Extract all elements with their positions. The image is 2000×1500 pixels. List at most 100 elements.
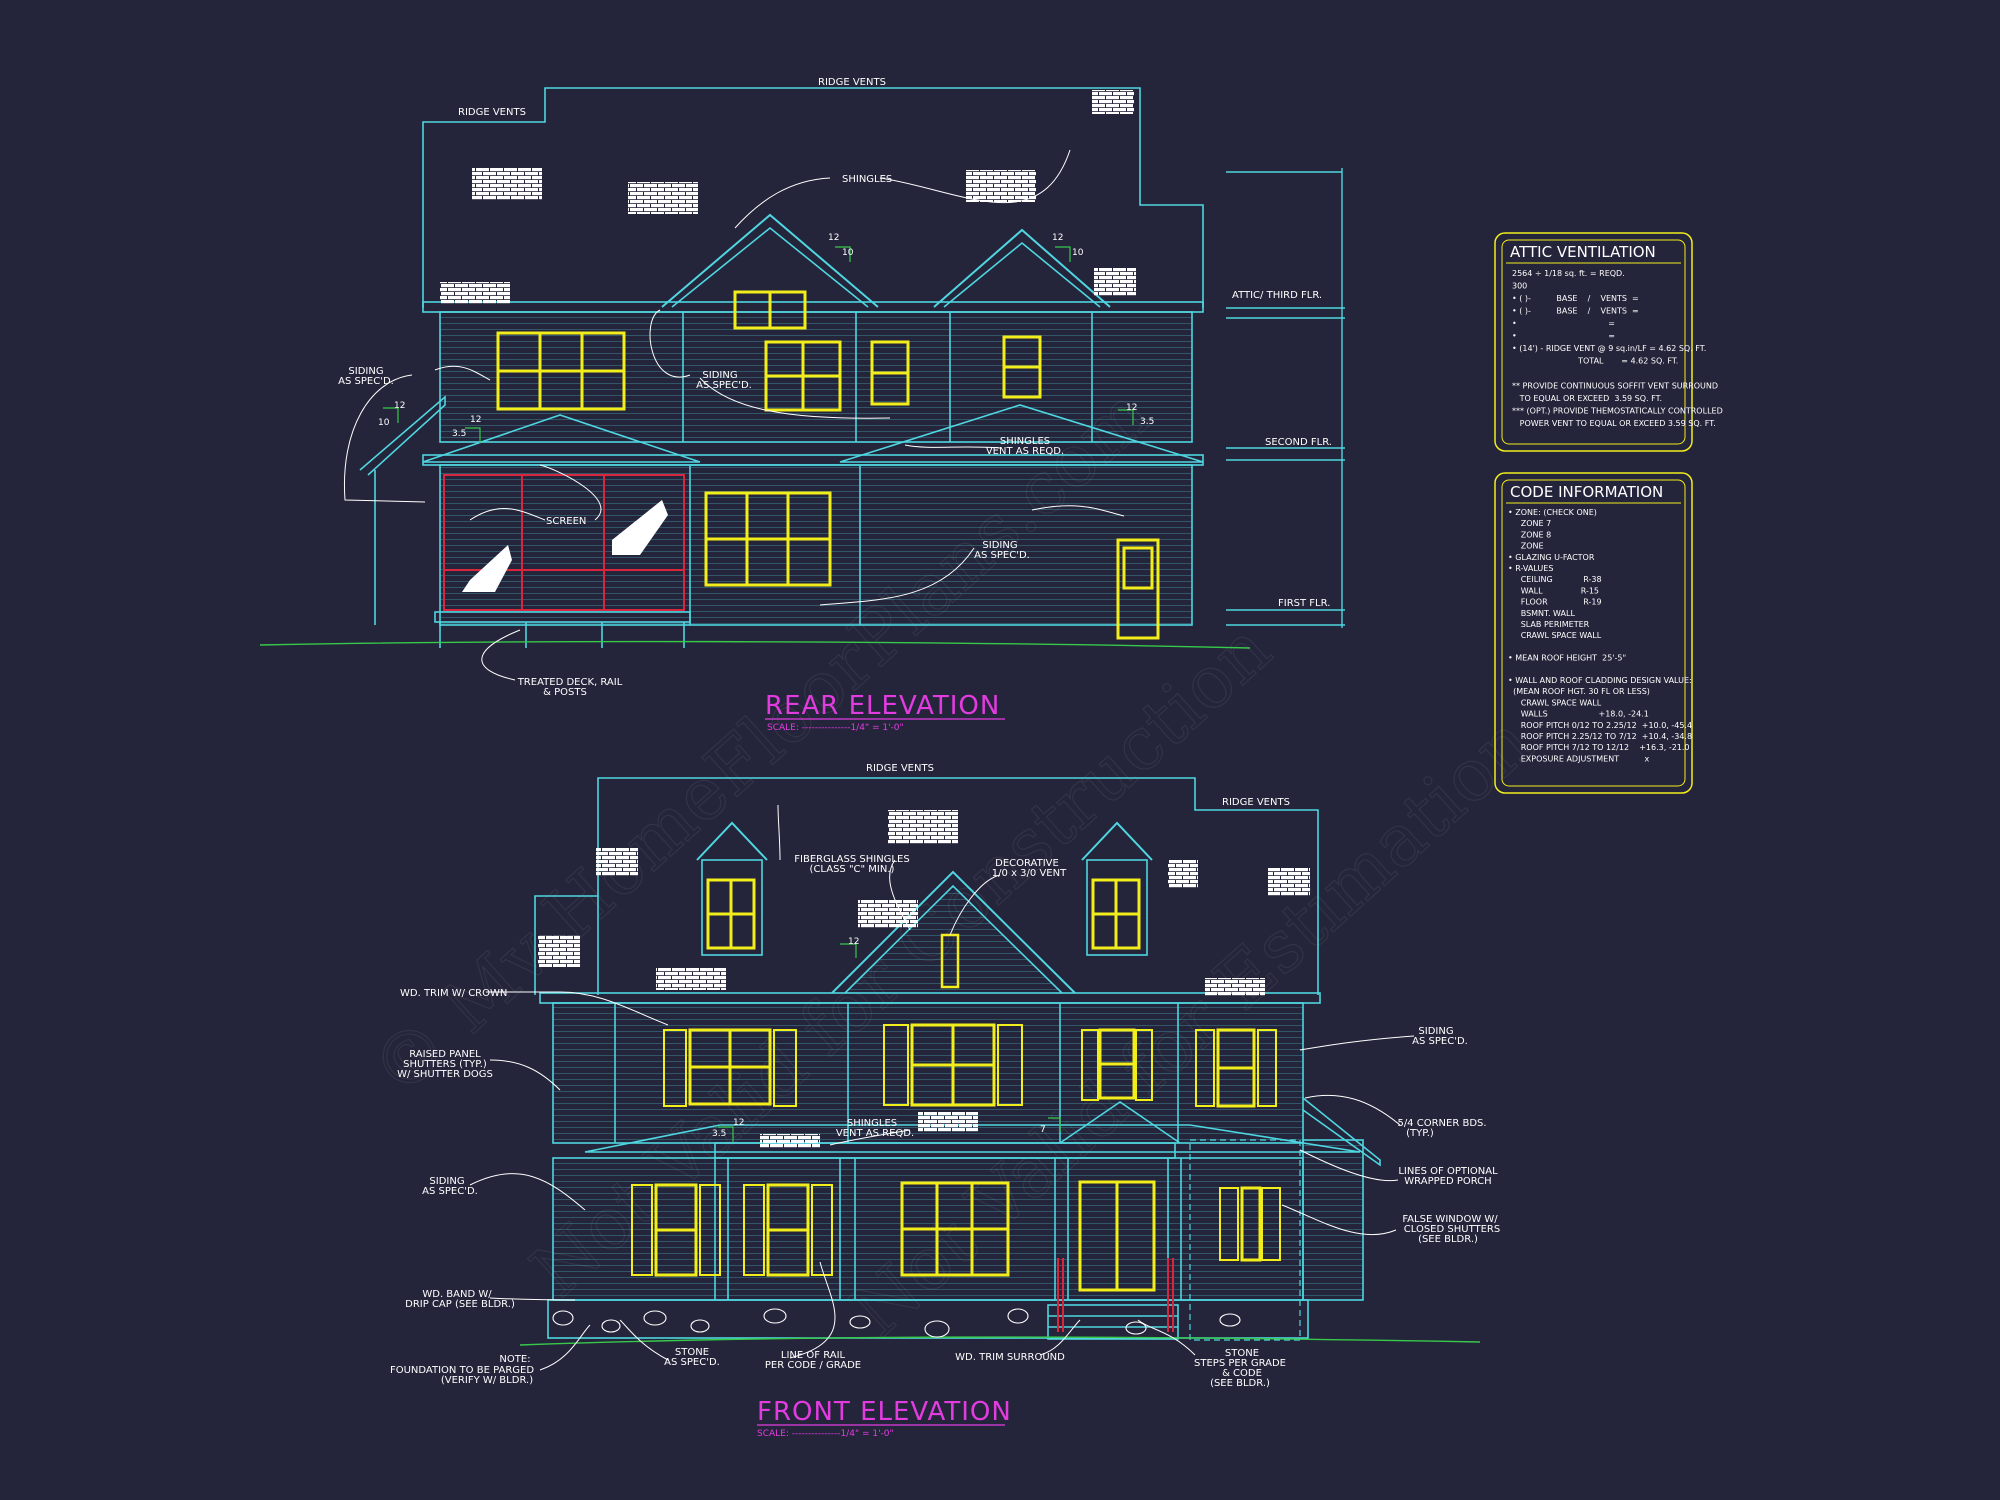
rear-roof-outline (422, 87, 1204, 308)
svg-text:ATTIC/ THIRD FLR.: ATTIC/ THIRD FLR. (1232, 290, 1322, 301)
svg-text:LINE OF RAIL: LINE OF RAIL (781, 1350, 846, 1361)
svg-text:10: 10 (842, 248, 854, 258)
svg-text:WD. BAND W/: WD. BAND W/ (422, 1289, 492, 1300)
panel-line: • WALL AND ROOF CLADDING DESIGN VALUE: (1508, 676, 1692, 685)
brick-symbol (760, 1134, 820, 1148)
rear-gable-right (933, 228, 1111, 308)
rear-labels: RIDGE VENTS RIDGE VENTS SHINGLES SIDING … (338, 77, 1332, 698)
svg-text:12: 12 (1126, 403, 1137, 413)
panel-line: EXPOSURE ADJUSTMENT x (1508, 754, 1650, 763)
front-porch-roof (584, 1124, 1361, 1153)
rear-elevation (259, 87, 1345, 649)
panel-line: ROOF PITCH 7/12 TO 12/12 +16.3, -21.0 (1508, 743, 1690, 752)
svg-text:RAISED PANEL: RAISED PANEL (409, 1049, 481, 1060)
svg-text:VENT AS REQD.: VENT AS REQD. (986, 446, 1064, 457)
brick-symbol (918, 1112, 978, 1132)
svg-text:AS SPEC'D.: AS SPEC'D. (974, 550, 1030, 561)
panel-line: • R-VALUES (1508, 564, 1553, 573)
brick-symbol (440, 282, 510, 304)
svg-text:W/ SHUTTER DOGS: W/ SHUTTER DOGS (397, 1069, 493, 1080)
rear-windows (496, 290, 1160, 640)
rear-elevation-title: REAR ELEVATION (765, 691, 1000, 721)
svg-text:12: 12 (828, 233, 839, 243)
brick-symbol (1205, 978, 1265, 996)
svg-text:CLOSED SHUTTERS: CLOSED SHUTTERS (1404, 1224, 1500, 1235)
panel-line: *** (OPT.) PROVIDE THEMOSTATICALLY CONTR… (1512, 407, 1723, 416)
svg-text:LINES OF OPTIONAL: LINES OF OPTIONAL (1398, 1166, 1498, 1177)
front-dormer-right (1081, 821, 1153, 861)
panel-line: ZONE 8 (1508, 530, 1551, 539)
svg-text:RIDGE VENTS: RIDGE VENTS (1222, 797, 1290, 808)
panel-line: 2564 ÷ 1/18 sq. ft. = REQD. (1512, 269, 1625, 278)
rear-floor-levels (1226, 168, 1345, 628)
front-shutters (631, 1024, 1281, 1276)
svg-text:WD. TRIM SURROUND: WD. TRIM SURROUND (955, 1352, 1065, 1363)
svg-text:(TYP.): (TYP.) (1406, 1128, 1434, 1139)
panel-line: • GLAZING U-FACTOR (1508, 553, 1595, 562)
svg-text:(CLASS "C" MIN.): (CLASS "C" MIN.) (810, 864, 895, 875)
panel-line: • MEAN ROOF HEIGHT 25'-5" (1508, 654, 1626, 663)
svg-text:10: 10 (378, 418, 390, 428)
front-dormer-left (696, 821, 768, 861)
panel-line: ** PROVIDE CONTINUOUS SOFFIT VENT SURROU… (1512, 382, 1718, 391)
svg-text:(SEE BLDR.): (SEE BLDR.) (1210, 1378, 1270, 1389)
svg-text:3.5: 3.5 (1140, 417, 1154, 427)
svg-text:3.5: 3.5 (712, 1129, 726, 1139)
rear-main-eave (422, 301, 1204, 313)
front-stone-symbols (552, 1308, 1241, 1338)
brick-symbol (1094, 268, 1136, 296)
svg-text:3.5: 3.5 (452, 429, 466, 439)
rear-leader-lines (343, 149, 1125, 681)
panel-line: • (14') - RIDGE VENT @ 9 sq.in/LF = 4.62… (1512, 344, 1706, 353)
front-foundation (547, 1299, 1309, 1339)
rear-screen-glare-2 (612, 500, 668, 555)
svg-text:AS SPEC'D.: AS SPEC'D. (422, 1186, 478, 1197)
svg-text:STEPS PER GRADE: STEPS PER GRADE (1194, 1358, 1286, 1369)
svg-text:NOTE:: NOTE: (499, 1354, 530, 1365)
svg-text:5/4 CORNER BDS.: 5/4 CORNER BDS. (1397, 1118, 1486, 1129)
svg-text:12: 12 (1052, 233, 1063, 243)
brick-symbol (1168, 860, 1198, 888)
svg-text:FOUNDATION TO BE PARGED: FOUNDATION TO BE PARGED (390, 1365, 534, 1376)
front-brick-symbols (538, 810, 1310, 1148)
svg-text:RIDGE VENTS: RIDGE VENTS (866, 763, 934, 774)
panel-line: ROOF PITCH 2.25/12 TO 7/12 +10.4, -34.8 (1508, 732, 1692, 741)
brick-symbol (656, 968, 726, 990)
svg-text:SIDING: SIDING (702, 370, 737, 381)
rear-elevation-scale: SCALE: ---------------1/4" = 1'-0" (767, 723, 904, 733)
rear-title-block: REAR ELEVATION SCALE: ---------------1/4… (765, 691, 1005, 733)
rear-deck (434, 611, 691, 623)
svg-text:SHINGLES: SHINGLES (847, 1118, 897, 1129)
svg-text:12: 12 (470, 415, 481, 425)
attic-ventilation-title: ATTIC VENTILATION (1510, 243, 1656, 261)
svg-text:10: 10 (1072, 248, 1084, 258)
brick-symbol (472, 168, 542, 200)
svg-text:SIDING: SIDING (982, 540, 1017, 551)
front-side-shed (1302, 1097, 1381, 1167)
rear-gable-left (661, 213, 879, 308)
svg-text:RIDGE VENTS: RIDGE VENTS (818, 77, 886, 88)
svg-text:FIBERGLASS SHINGLES: FIBERGLASS SHINGLES (794, 854, 909, 865)
svg-text:TREATED DECK, RAIL: TREATED DECK, RAIL (517, 677, 623, 688)
front-wrapped-porch-lines (1189, 1139, 1301, 1341)
rear-brick-symbols (440, 90, 1136, 304)
panel-line: SLAB PERIMETER (1508, 620, 1590, 629)
brick-symbol (858, 900, 918, 928)
front-roof-outline (597, 777, 1319, 995)
svg-text:WD. TRIM W/ CROWN: WD. TRIM W/ CROWN (400, 988, 507, 999)
svg-text:12: 12 (848, 937, 859, 947)
front-pitch-symbols (718, 943, 1061, 1142)
attic-ventilation-panel: ATTIC VENTILATION 2564 ÷ 1/18 sq. ft. = … (1494, 232, 1723, 452)
svg-text:(VERIFY W/ BLDR.): (VERIFY W/ BLDR.) (441, 1375, 533, 1386)
svg-text:RIDGE VENTS: RIDGE VENTS (458, 107, 526, 118)
svg-text:PER CODE / GRADE: PER CODE / GRADE (765, 1360, 861, 1371)
panel-line: CRAWL SPACE WALL (1508, 631, 1602, 640)
svg-text:12: 12 (394, 401, 405, 411)
rear-grade-line (259, 640, 1251, 649)
panel-line: CRAWL SPACE WALL (1508, 698, 1602, 707)
svg-text:12: 12 (733, 1118, 744, 1128)
svg-text:1/0 x 3/0 VENT: 1/0 x 3/0 VENT (992, 868, 1067, 879)
panel-line: • = (1512, 332, 1615, 341)
panel-line: • ZONE: (CHECK ONE) (1508, 508, 1597, 517)
brick-symbol (628, 182, 698, 214)
